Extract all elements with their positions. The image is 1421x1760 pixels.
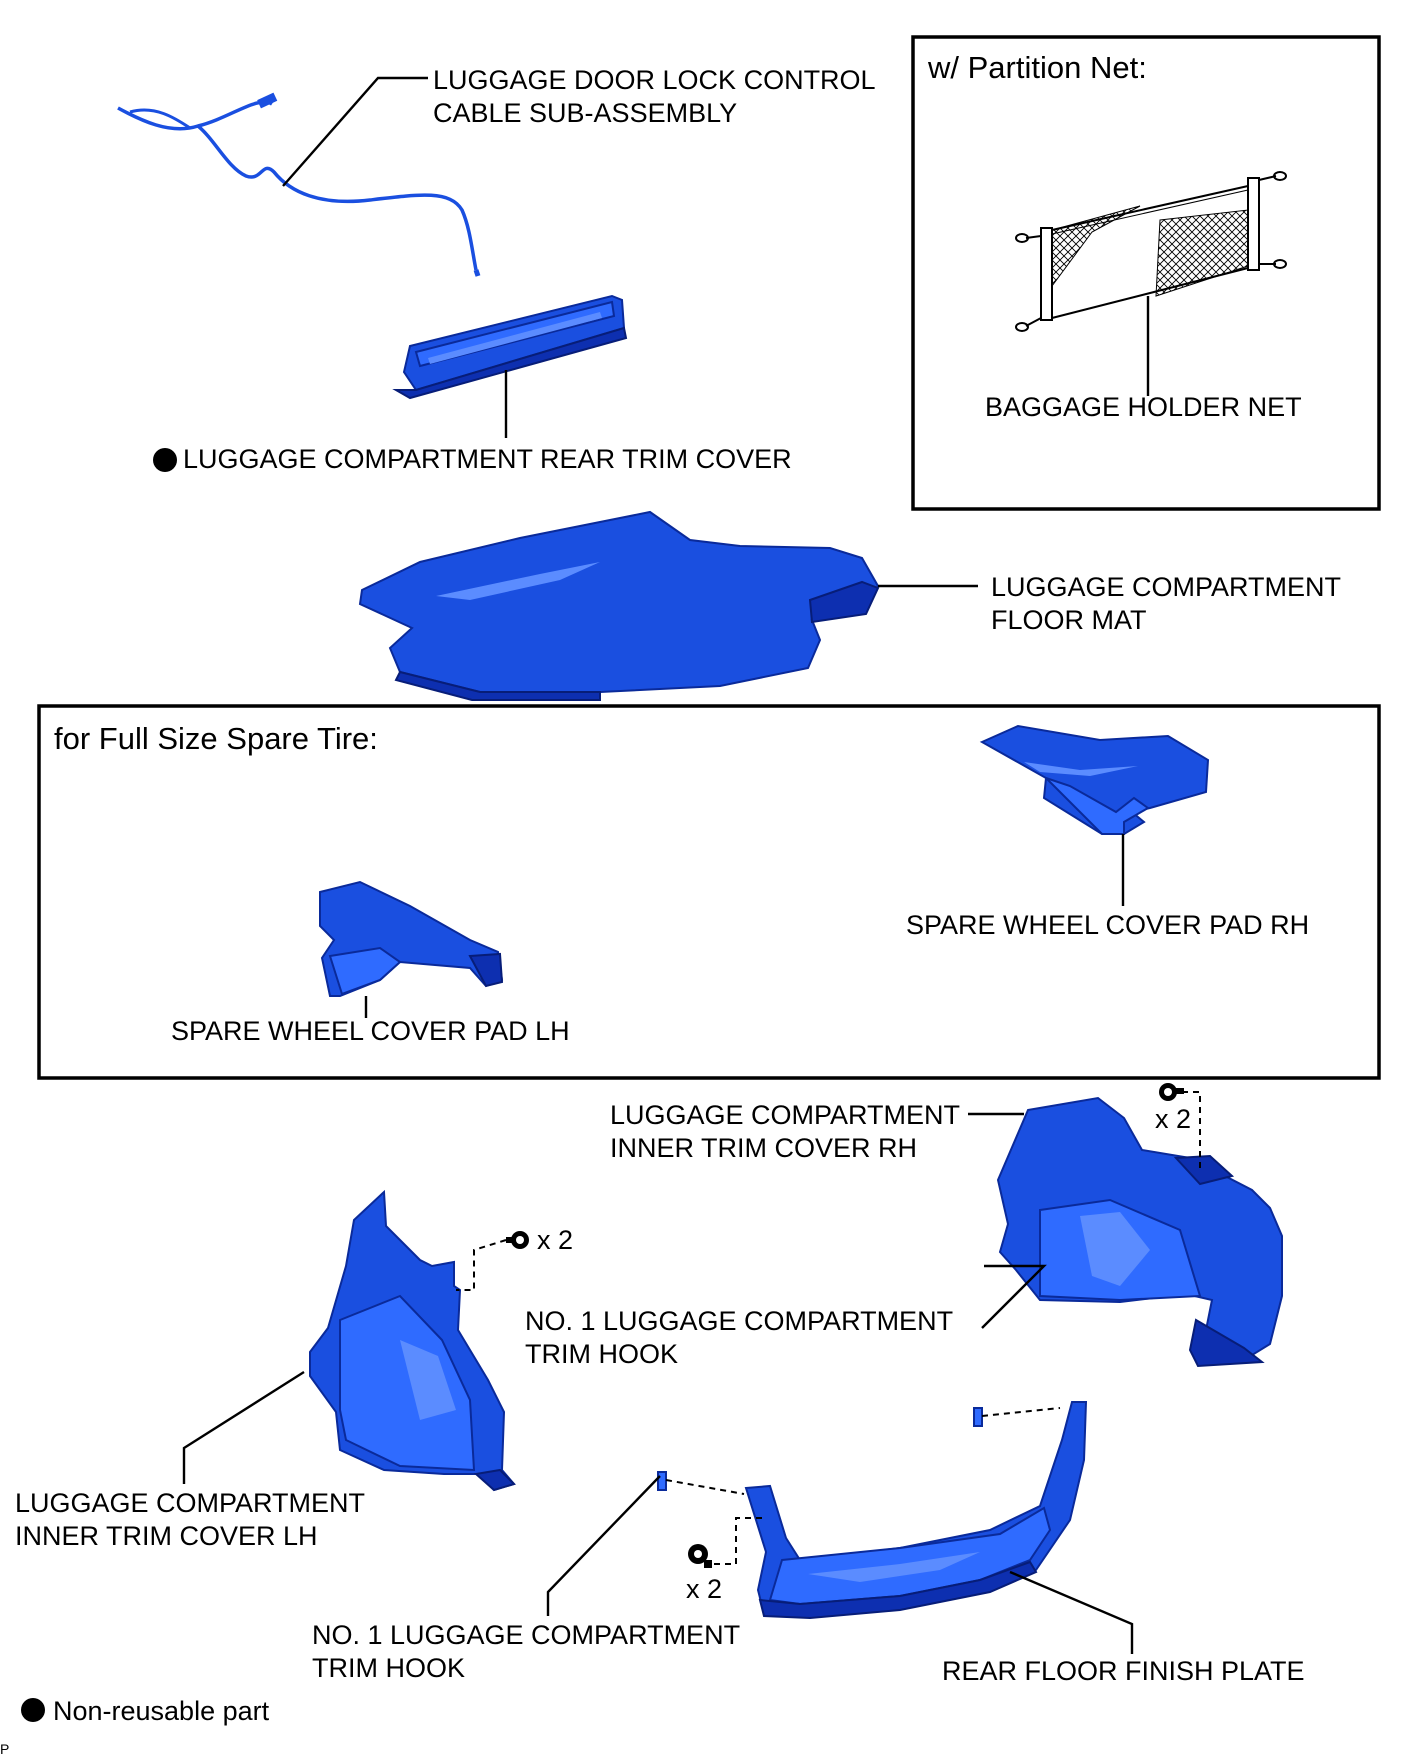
trim-hook-top-icon	[973, 1407, 983, 1427]
inner-trim-cover-rh	[996, 1096, 1283, 1368]
rear-trim-cover-label: LUGGAGE COMPARTMENT REAR TRIM COVER	[183, 444, 792, 474]
hook-bottom-label-line2: TRIM HOOK	[312, 1653, 465, 1683]
floor-mat-label-line2: FLOOR MAT	[991, 605, 1147, 635]
baggage-holder-net	[1015, 171, 1287, 332]
inner-rh-label-line1: LUGGAGE COMPARTMENT	[610, 1100, 960, 1130]
cable-label-line2: CABLE SUB-ASSEMBLY	[433, 98, 737, 128]
clip-plate-icon	[688, 1544, 712, 1568]
hook-top-dashed-guide	[981, 1407, 1061, 1417]
pad-lh-label: SPARE WHEEL COVER PAD LH	[171, 1016, 570, 1046]
cable-leader	[282, 76, 428, 187]
pad-rh-label: SPARE WHEEL COVER PAD RH	[906, 910, 1309, 940]
non-reusable-marker	[153, 448, 177, 472]
finish-plate-leader	[1009, 1570, 1134, 1654]
floor-mat-label-line1: LUGGAGE COMPARTMENT	[991, 572, 1341, 602]
inner-trim-cover-lh	[309, 1189, 516, 1492]
hook-top-label-line1: NO. 1 LUGGAGE COMPARTMENT	[525, 1306, 953, 1336]
spare-wheel-cover-pad-lh	[319, 880, 504, 997]
clip-plate-dashed-guide	[714, 1517, 764, 1565]
legend-label: Non-reusable part	[53, 1696, 270, 1726]
spare-tire-title: for Full Size Spare Tire:	[54, 721, 378, 756]
hook-top-leader	[981, 1264, 1047, 1329]
hook-bottom-leader	[546, 1475, 661, 1616]
finish-plate-label: REAR FLOOR FINISH PLATE	[942, 1656, 1305, 1686]
full-size-spare-tire-box	[37, 704, 1381, 1080]
figure-code: P	[0, 1741, 9, 1757]
inner-lh-leader	[182, 1370, 305, 1484]
trim-hook-bottom-icon	[657, 1471, 667, 1491]
clip-rh-dashed-guide	[1182, 1091, 1201, 1172]
clip-lh-icon	[506, 1231, 529, 1249]
clip-rh-icon	[1159, 1083, 1184, 1101]
qty-plate: x 2	[686, 1574, 722, 1604]
cable-sub-assembly	[117, 92, 481, 277]
clip-lh-dashed-guide	[456, 1239, 507, 1291]
partition-net-title: w/ Partition Net:	[927, 50, 1147, 85]
spare-wheel-cover-pad-rh	[979, 724, 1210, 835]
hook-bottom-dashed-guide	[665, 1479, 745, 1495]
rear-floor-finish-plate	[744, 1401, 1088, 1620]
hook-bottom-label-line1: NO. 1 LUGGAGE COMPARTMENT	[312, 1620, 740, 1650]
inner-rh-label-line2: INNER TRIM COVER RH	[610, 1133, 917, 1163]
rear-trim-cover	[392, 294, 628, 400]
baggage-net-label: BAGGAGE HOLDER NET	[985, 392, 1302, 422]
floor-mat	[358, 510, 880, 701]
qty-rh: x 2	[1155, 1104, 1191, 1134]
legend-marker	[21, 1698, 45, 1722]
qty-lh: x 2	[537, 1225, 573, 1255]
cable-label-line1: LUGGAGE DOOR LOCK CONTROL	[433, 65, 876, 95]
inner-lh-label-line1: LUGGAGE COMPARTMENT	[15, 1488, 365, 1518]
partition-net-box	[911, 35, 1381, 511]
hook-top-label-line2: TRIM HOOK	[525, 1339, 678, 1369]
inner-lh-label-line2: INNER TRIM COVER LH	[15, 1521, 318, 1551]
